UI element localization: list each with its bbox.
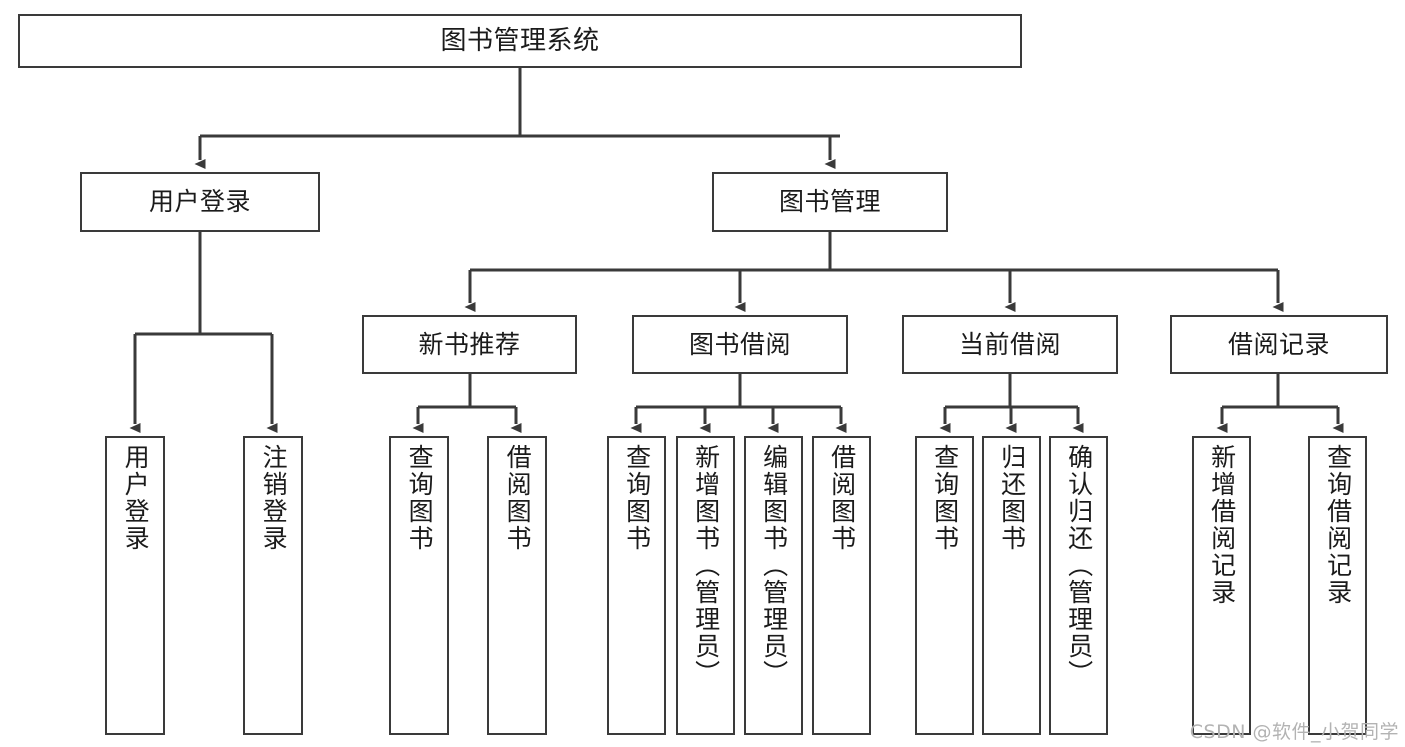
leaf-user-login[interactable]: 用户登录 bbox=[105, 436, 165, 735]
leaf-logout-login[interactable]: 注销登录 bbox=[243, 436, 303, 735]
node-book-management[interactable]: 图书管理 bbox=[712, 172, 948, 232]
leaf-new-book-query-book[interactable]: 查询图书 bbox=[389, 436, 449, 735]
node-label: 查询图书 bbox=[405, 444, 435, 552]
node-label: 新增借阅记录 bbox=[1207, 444, 1237, 606]
node-label: 注销登录 bbox=[259, 444, 289, 552]
leaf-book-borrow-edit-book[interactable]: 编辑图书（管理员） bbox=[744, 436, 803, 735]
node-label: 借阅记录 bbox=[1227, 329, 1330, 359]
node-label: 新书推荐 bbox=[418, 329, 521, 359]
node-label: 图书借阅 bbox=[688, 329, 791, 359]
node-label: 当前借阅 bbox=[958, 329, 1061, 359]
watermark-text: CSDN @软件_小贺同学 bbox=[1189, 721, 1399, 743]
node-book-borrow[interactable]: 图书借阅 bbox=[632, 315, 848, 374]
node-current-borrow[interactable]: 当前借阅 bbox=[902, 315, 1118, 374]
node-new-book-recommend[interactable]: 新书推荐 bbox=[362, 315, 577, 374]
leaf-current-borrow-confirm-return[interactable]: 确认归还（管理员） bbox=[1049, 436, 1108, 735]
node-label: 用户登录 bbox=[148, 187, 251, 217]
leaf-current-borrow-query-book[interactable]: 查询图书 bbox=[915, 436, 974, 735]
node-label: 借阅图书 bbox=[503, 444, 533, 552]
node-label: 图书管理 bbox=[778, 187, 881, 217]
leaf-new-book-borrow-book[interactable]: 借阅图书 bbox=[487, 436, 547, 735]
node-label: 图书管理系统 bbox=[440, 25, 600, 56]
leaf-book-borrow-query-book[interactable]: 查询图书 bbox=[607, 436, 666, 735]
leaf-borrow-record-add-record[interactable]: 新增借阅记录 bbox=[1192, 436, 1251, 735]
node-label: 查询图书 bbox=[622, 444, 652, 552]
node-label: 查询借阅记录 bbox=[1323, 444, 1353, 606]
leaf-current-borrow-return-book[interactable]: 归还图书 bbox=[982, 436, 1041, 735]
node-label: 归还图书 bbox=[997, 444, 1027, 552]
node-root-system[interactable]: 图书管理系统 bbox=[18, 14, 1022, 68]
node-label: 查询图书 bbox=[930, 444, 960, 552]
leaf-book-borrow-borrow-book[interactable]: 借阅图书 bbox=[812, 436, 871, 735]
leaf-borrow-record-query-record[interactable]: 查询借阅记录 bbox=[1308, 436, 1367, 735]
node-label: 借阅图书 bbox=[827, 444, 857, 552]
node-label: 新增图书（管理员） bbox=[691, 444, 721, 687]
leaf-book-borrow-add-book[interactable]: 新增图书（管理员） bbox=[676, 436, 735, 735]
node-user-login[interactable]: 用户登录 bbox=[80, 172, 320, 232]
node-label: 确认归还（管理员） bbox=[1064, 444, 1094, 687]
node-label: 编辑图书（管理员） bbox=[759, 444, 789, 687]
node-borrow-record[interactable]: 借阅记录 bbox=[1170, 315, 1388, 374]
node-label: 用户登录 bbox=[121, 444, 151, 552]
